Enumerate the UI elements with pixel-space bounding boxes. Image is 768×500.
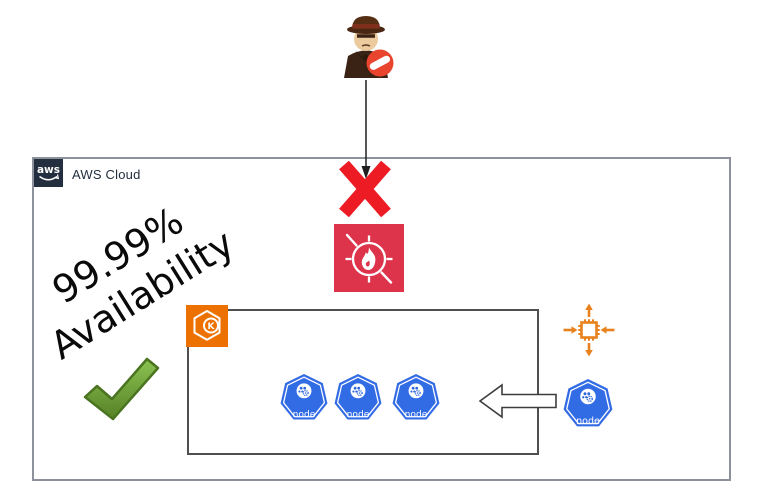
attacker-spy-icon	[337, 12, 395, 80]
aws-cloud-label: AWS Cloud	[72, 167, 141, 182]
node-label: node	[293, 410, 316, 420]
no-entry-slash	[369, 55, 391, 70]
green-check-shape	[83, 357, 160, 421]
firewall-flame-inner	[365, 260, 370, 267]
node-label: node	[576, 416, 600, 427]
aws-logo-icon: aws	[37, 164, 60, 181]
chip-body	[580, 321, 598, 339]
eks-cube-glyph: K	[193, 310, 221, 341]
incoming-node-icon: node	[563, 378, 613, 432]
node-label: node	[347, 410, 370, 420]
firewall-circle	[351, 241, 387, 277]
eks-letter: K	[208, 322, 216, 332]
k8s-node-icon: node	[334, 372, 382, 426]
scale-in-arrow	[479, 383, 557, 419]
aws-smile-swoosh	[39, 175, 58, 181]
k8s-node-icon: node	[280, 372, 328, 426]
eks-icon: K	[186, 305, 228, 347]
chip-pins	[578, 319, 600, 341]
attack-arrowhead	[361, 166, 371, 179]
spy-frown	[361, 44, 371, 47]
spy-collar	[355, 50, 377, 62]
aws-smile-tip	[54, 174, 60, 180]
network-firewall-icon	[334, 224, 404, 292]
k8s-node-icon: node	[392, 372, 440, 426]
attack-arrow	[359, 80, 373, 180]
aws-logo: aws	[34, 159, 63, 187]
scaling-arrows	[563, 303, 615, 357]
spy-icon	[344, 16, 394, 78]
firewall-slash-lower	[380, 271, 393, 284]
eks-hexagon	[193, 310, 221, 341]
eks-cluster-container	[187, 309, 539, 455]
aws-logo-text: aws	[37, 164, 60, 176]
firewall-slash-upper	[345, 233, 358, 247]
auto-scaling-icon	[560, 301, 618, 359]
eks-circle	[203, 317, 219, 334]
x-stroke-2	[339, 161, 391, 217]
node-label: node	[405, 410, 428, 420]
availability-check-icon	[80, 356, 162, 422]
aws-cloud-container: aws AWS Cloud	[32, 157, 731, 481]
block-arrow-shape	[479, 383, 557, 419]
firewall-flame	[361, 247, 376, 271]
blocked-x-icon	[336, 161, 394, 217]
spy-hat-band	[352, 24, 380, 29]
